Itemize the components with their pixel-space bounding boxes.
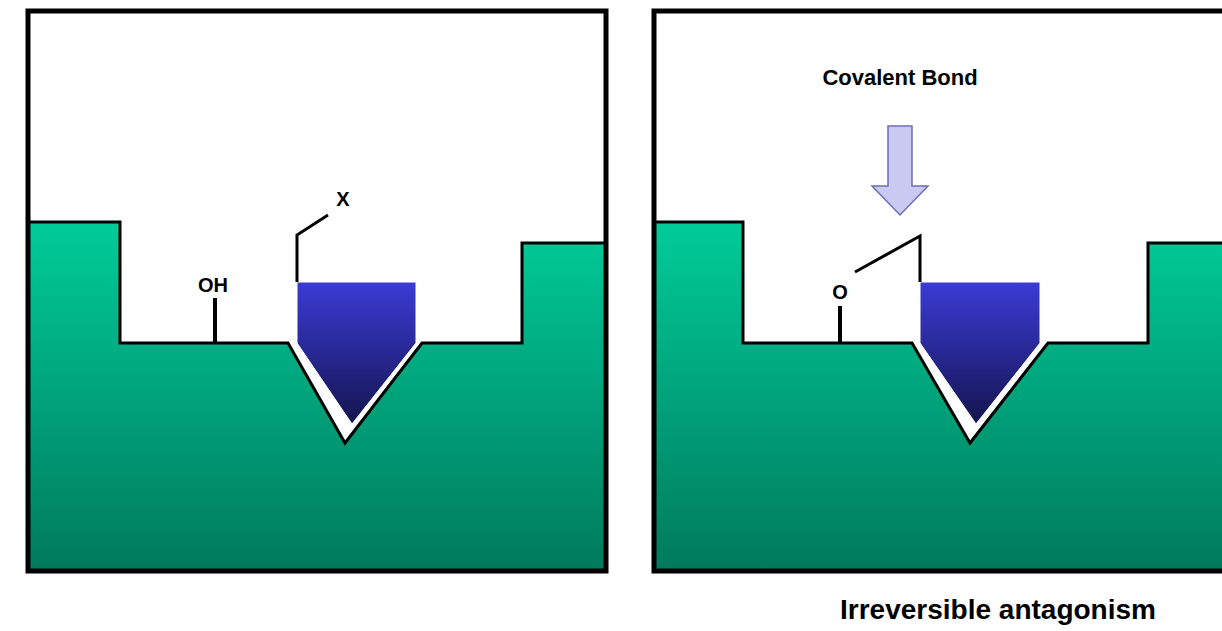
receptor bbox=[29, 222, 605, 570]
hydroxyl-bond bbox=[213, 298, 217, 343]
atom-label: X bbox=[336, 189, 349, 209]
caption-text: Irreversible antagonism bbox=[840, 596, 1156, 624]
atom-label: O bbox=[832, 282, 848, 302]
receptor-surface bbox=[654, 222, 1222, 443]
panel-before bbox=[28, 11, 606, 571]
covalent-link bbox=[855, 236, 920, 282]
receptor bbox=[654, 222, 1222, 570]
panel-frame bbox=[28, 11, 606, 571]
panel-after bbox=[654, 11, 1222, 571]
atom-label: OH bbox=[198, 275, 228, 295]
receptor-surface bbox=[29, 222, 605, 443]
reactive-arm bbox=[297, 215, 328, 282]
pointer-arrow bbox=[872, 126, 928, 215]
ligand bbox=[297, 282, 416, 424]
oxygen-bond bbox=[838, 306, 842, 343]
panel-frame bbox=[654, 11, 1222, 571]
callout-text: Covalent Bond bbox=[822, 67, 977, 89]
ligand bbox=[920, 282, 1040, 424]
